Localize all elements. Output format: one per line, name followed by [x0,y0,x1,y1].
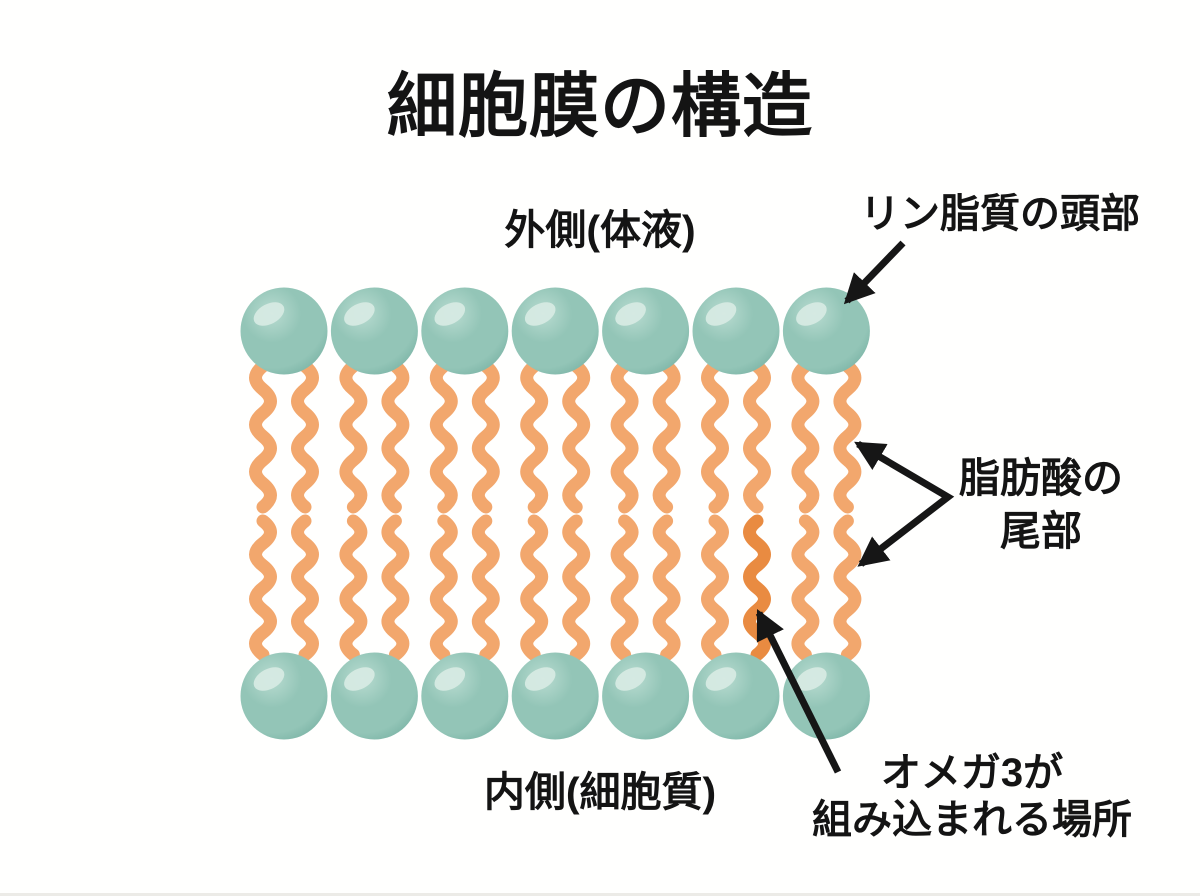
phospholipid-head-inner [782,652,870,740]
fatty-acid-tail-outer [429,359,458,514]
omega3-highlighted-tail [743,514,771,662]
label-omega3-line1: オメガ3が [880,751,1064,795]
fatty-acid-tail-inner [429,514,458,662]
label-fatty-acid-tails: 脂肪酸の 尾部 [901,452,1181,559]
head-gloss-highlight [434,302,466,326]
arrow-omega3-location [755,608,842,774]
phospholipid-head-inner [602,652,690,740]
fatty-acid-tail-inner [291,514,319,662]
label-outer-side: 外側(体液) [504,207,696,253]
fatty-acid-tail-outer [339,359,368,514]
head-gloss-highlight [434,667,466,691]
fatty-acid-tail-outer [652,359,681,514]
fatty-acid-tail-inner [520,514,549,662]
label-fatty-acid-tails-line1: 脂肪酸の [959,455,1123,501]
phospholipid-head-outer [692,287,780,375]
fatty-acid-tail-outer [249,359,277,514]
phospholipid-head-outer [782,287,870,375]
fatty-acid-tail-outer [701,359,729,514]
fatty-acid-tail-inner [791,514,820,662]
label-fatty-acid-tails-line2: 尾部 [1000,508,1082,555]
fatty-acid-tail-inner [562,514,591,662]
fatty-acid-tail-inner [652,514,681,662]
fatty-acid-tail-outer [520,359,549,514]
phospholipid-head-inner [421,652,509,740]
fatty-acid-tail-outer [381,359,410,514]
head-gloss-highlight [705,302,737,326]
fatty-acid-tail-outer [291,359,319,514]
fatty-acid-tail-inner [339,514,368,662]
arrow-phospholipid-head [843,240,906,305]
phospholipid-head-outer [511,287,599,375]
fatty-acid-tail-outer [743,359,771,514]
phospholipid-heads-layer [240,287,870,740]
head-gloss-highlight [524,667,556,691]
phospholipid-head-outer [240,287,328,375]
fatty-acid-tail-inner [249,514,277,662]
phospholipid-head-inner [511,652,599,740]
label-phospholipid-head: リン脂質の頭部 [860,192,1140,236]
label-omega3-line2: 組み込まれる場所 [812,798,1132,843]
head-gloss-highlight [344,667,375,691]
fatty-acid-tail-outer [562,359,591,514]
arrow-fatty-acid-tails [854,440,955,567]
fatty-acid-tail-inner [381,514,410,662]
fatty-acid-tail-inner [833,514,862,662]
phospholipid-head-inner [240,652,328,740]
head-gloss-highlight [253,302,285,326]
fatty-acid-tail-outer [610,359,639,514]
label-omega3-location: オメガ3が 組み込まれる場所 [772,750,1172,844]
label-inner-side: 内側(細胞質) [483,769,717,815]
head-gloss-highlight [796,667,827,691]
head-gloss-highlight [796,302,827,326]
head-gloss-highlight [705,667,737,691]
phospholipid-head-inner [330,652,418,740]
phospholipid-head-outer [421,287,509,375]
fatty-acid-tails-layer [249,359,862,662]
fatty-acid-tail-inner [471,514,500,662]
phospholipid-head-outer [602,287,690,375]
phospholipid-head-inner [692,652,780,740]
head-gloss-highlight [615,302,646,326]
fatty-acid-tail-outer [791,359,820,514]
head-gloss-highlight [524,302,556,326]
annotation-arrows [755,240,955,774]
fatty-acid-tail-outer [471,359,500,514]
page-title: 細胞膜の構造 [387,67,813,145]
fatty-acid-tail-inner [610,514,639,662]
head-gloss-highlight [344,302,375,326]
head-gloss-highlight [253,667,285,691]
head-gloss-highlight [615,667,646,691]
fatty-acid-tail-outer [833,359,862,514]
phospholipid-head-outer [330,287,418,375]
fatty-acid-tail-inner [701,514,729,662]
